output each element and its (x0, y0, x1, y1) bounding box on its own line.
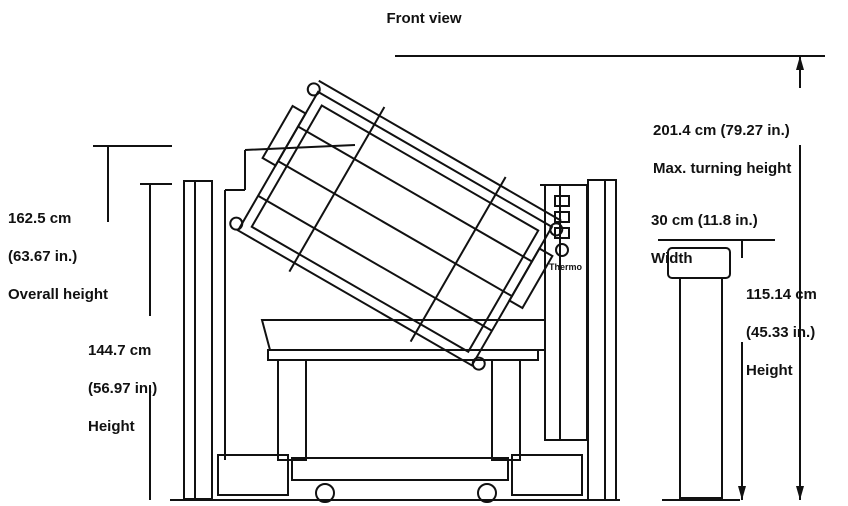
pedestal-height-value: 115.14 cm (746, 286, 817, 303)
cabinet-back (244, 144, 561, 441)
pedestal-column (679, 277, 723, 499)
max-turning-label: 201.4 cm (79.27 in.) Max. turning height (653, 102, 791, 197)
left-side-panel (183, 180, 213, 500)
left-leg (277, 359, 307, 461)
base-cart (291, 457, 509, 481)
right-leg (491, 359, 521, 461)
brand-logo: Thermo (549, 262, 583, 272)
overall-height-value: 162.5 cm (8, 210, 72, 227)
pedestal-height-alt: (45.33 in.) (746, 324, 816, 341)
control-panel (544, 184, 588, 441)
base-height-label: 144.7 cm (56.97 in.) Height (88, 322, 157, 455)
base-right-block (511, 454, 583, 496)
overall-height-caption: Overall height (8, 286, 109, 303)
rotating-drum (229, 79, 564, 371)
base-left-block (217, 454, 289, 496)
right-side-panel (587, 179, 617, 501)
max-turning-arrow-down (796, 486, 804, 500)
max-turning-caption: Max. turning height (653, 160, 792, 177)
pedestal-height-label: 115.14 cm (45.33 in.) Height (746, 266, 817, 399)
max-turning-arrow-up (796, 56, 804, 70)
left-caster (315, 483, 335, 503)
pedestal-arrow-down (738, 486, 746, 500)
overall-height-label: 162.5 cm (63.67 in.) Overall height (8, 190, 108, 323)
page-title: Front view (386, 10, 462, 27)
max-turning-value: 201.4 cm (79.27 in.) (653, 122, 790, 139)
base-height-alt: (56.97 in.) (88, 380, 158, 397)
base-height-caption: Height (88, 418, 135, 435)
width-caption: Width (651, 250, 693, 267)
pedestal-height-caption: Height (746, 362, 793, 379)
overall-height-alt: (63.67 in.) (8, 248, 78, 265)
right-caster (477, 483, 497, 503)
power-knob (555, 243, 569, 257)
width-label: 30 cm (11.8 in.) Width (651, 192, 758, 287)
base-height-value: 144.7 cm (88, 342, 152, 359)
width-value: 30 cm (11.8 in.) (651, 212, 758, 229)
lower-tub (260, 319, 546, 351)
